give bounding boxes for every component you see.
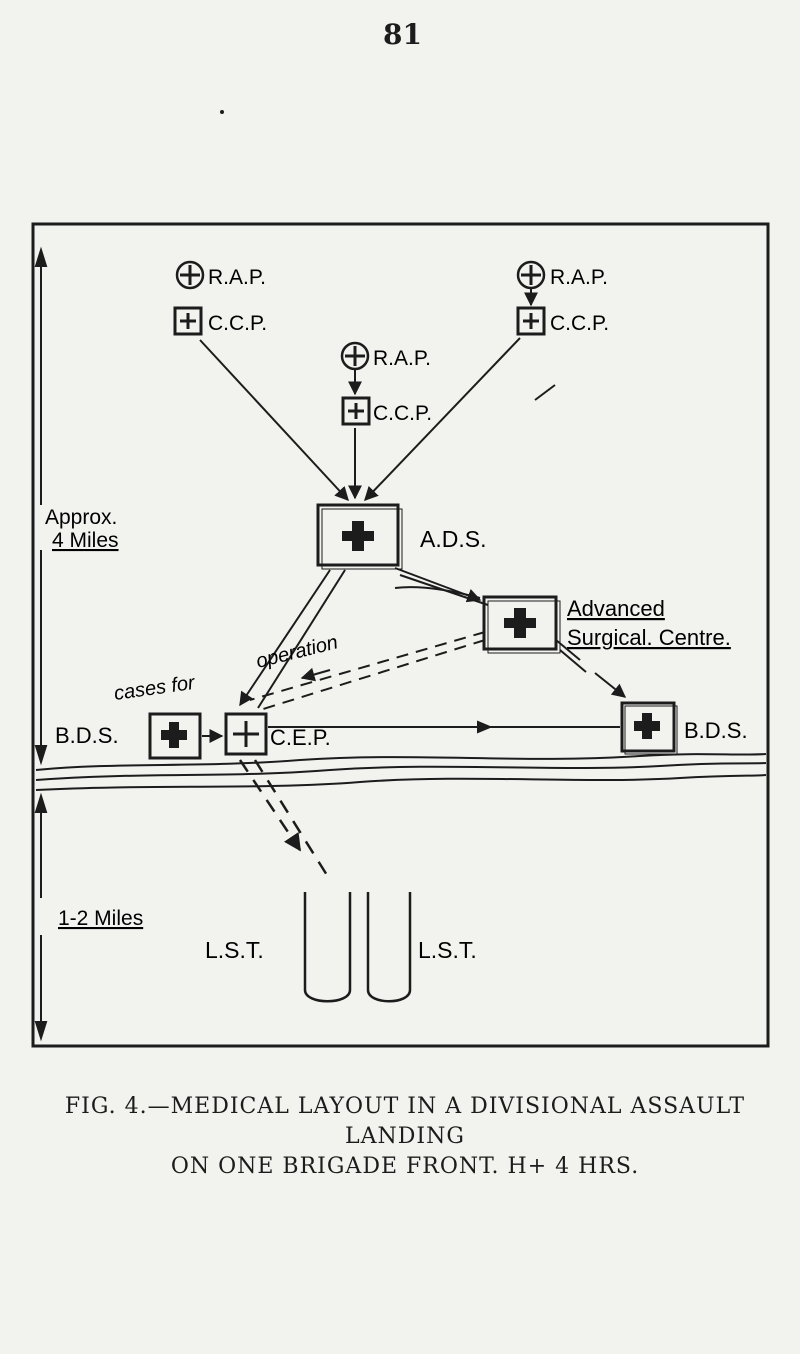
red-cross-icon	[342, 521, 374, 551]
shoreline	[35, 753, 767, 791]
red-cross-circle-icon	[340, 341, 370, 371]
ccp-right-label: C.C.P.	[550, 312, 609, 335]
lst-left-label: L.S.T.	[205, 937, 264, 963]
cross-icon	[233, 721, 259, 747]
scale-4-miles	[34, 246, 48, 766]
ccp-left-label: C.C.P.	[208, 312, 267, 335]
routes-from-ads	[239, 567, 489, 709]
caption-line-1: FIG. 4.—MEDICAL LAYOUT IN A DIVISIONAL A…	[64, 1094, 746, 1149]
rap-centre: R.A.P.	[340, 341, 431, 371]
route-bds-right-to-cep	[268, 720, 620, 734]
advanced-label: Advanced	[567, 596, 665, 621]
lst-left: L.S.T.	[205, 892, 352, 1003]
ccp-left: C.C.P.	[173, 306, 267, 336]
route-asc-to-bds	[555, 639, 627, 698]
ads-station: A.D.S.	[316, 503, 486, 570]
red-cross-icon	[504, 608, 536, 638]
bds-right-label: B.D.S.	[684, 718, 748, 743]
bds-left-label: B.D.S.	[55, 723, 119, 748]
cross-icon	[180, 313, 196, 329]
red-cross-icon	[634, 713, 660, 739]
cep-station: C.E.P.	[224, 712, 331, 756]
rap-right: R.A.P.	[516, 260, 608, 290]
ccp-right: C.C.P.	[516, 306, 609, 336]
bleed-through-text-bottom	[60, 1180, 750, 1325]
red-cross-circle-icon	[516, 260, 546, 290]
approx-label: Approx.	[45, 506, 117, 529]
red-cross-circle-icon	[175, 260, 205, 290]
page-number: 81	[383, 18, 422, 51]
rap-right-label: R.A.P.	[550, 266, 608, 289]
cep-label: C.E.P.	[270, 725, 331, 750]
caption-line-2: ON ONE BRIGADE FRONT. H+ 4 HRS.	[170, 1154, 640, 1179]
four-miles-label: 4 Miles	[52, 529, 119, 552]
figure-caption: FIG. 4.—MEDICAL LAYOUT IN A DIVISIONAL A…	[40, 1092, 770, 1182]
bds-right: B.D.S.	[620, 701, 748, 755]
routes-to-lst	[238, 759, 332, 881]
rap-left: R.A.P.	[175, 260, 266, 290]
scale-1-2-miles	[34, 792, 48, 1042]
diagram-frame	[31, 222, 770, 1048]
advanced-surgical-centre: Advanced Surgical. Centre.	[482, 595, 731, 654]
lst-right: L.S.T.	[366, 892, 477, 1003]
operation-label: operation	[254, 631, 340, 673]
cross-icon	[348, 403, 364, 419]
ads-label: A.D.S.	[420, 526, 486, 552]
one-two-miles-label: 1-2 Miles	[58, 907, 143, 930]
ccp-centre: C.C.P.	[341, 396, 432, 426]
bds-left: B.D.S.	[55, 712, 202, 760]
evacuation-routes-to-ads	[199, 337, 556, 502]
lst-right-label: L.S.T.	[418, 937, 477, 963]
red-cross-icon	[161, 722, 187, 748]
ccp-centre-label: C.C.P.	[373, 402, 432, 425]
operation-route	[249, 631, 486, 711]
cross-icon	[523, 313, 539, 329]
rap-left-label: R.A.P.	[208, 266, 266, 289]
surgical-centre-label: Surgical. Centre.	[567, 625, 731, 650]
cases-for-label: cases for	[113, 672, 198, 705]
rap-centre-label: R.A.P.	[373, 347, 431, 370]
